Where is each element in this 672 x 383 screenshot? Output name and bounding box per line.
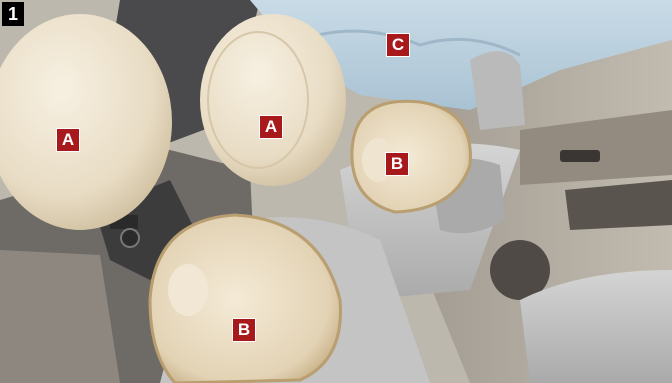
label-front-airbag-passenger: A (259, 115, 283, 139)
label-front-airbag-driver: A (56, 128, 80, 152)
console-knob (121, 229, 139, 247)
front-airbag-passenger (200, 14, 346, 186)
label-side-airbag-front: B (232, 318, 256, 342)
label-curtain-airbag: C (386, 33, 410, 57)
label-side-airbag-mid: B (385, 152, 409, 176)
side-airbag-front-vent (168, 264, 208, 316)
door-handle (560, 150, 600, 162)
figure-number: 1 (2, 2, 24, 26)
lower-dash (0, 250, 120, 383)
